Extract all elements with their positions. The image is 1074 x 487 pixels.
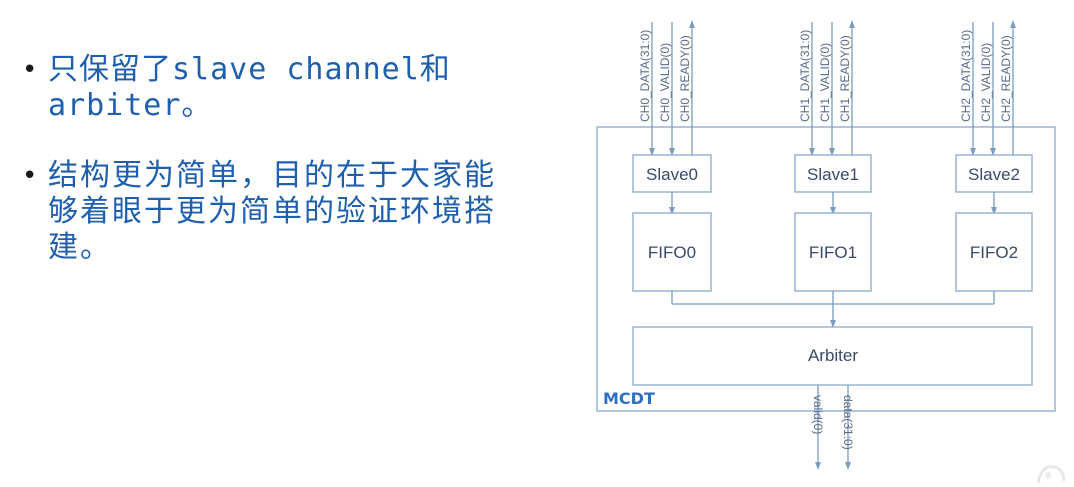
channel-0: CH0_DATA(31:0) CH0_VALID(0) CH0_READY(0)… — [632, 20, 712, 292]
bullet-2-line-1: 结构更为简单，目的在于大家能 — [48, 158, 496, 193]
valid-out-label: valid(0) — [811, 395, 825, 434]
slave2-box — [955, 154, 1033, 193]
ch0-valid-label: CH0_VALID(0) — [658, 43, 672, 122]
ch0-data-label: CH0_DATA(31:0) — [638, 30, 652, 122]
bullet-2-line-3: 建。 — [48, 230, 112, 265]
ch1-data-label: CH1_DATA(31:0) — [798, 30, 812, 122]
bullet-marker: • — [22, 55, 38, 85]
slave1-label: Slave1 — [807, 165, 859, 184]
channel-1: CH1_DATA(31:0) CH1_VALID(0) CH1_READY(0)… — [794, 20, 872, 292]
ch2-valid-label: CH2_VALID(0) — [979, 43, 993, 122]
slave0-box — [632, 154, 712, 193]
fifo1-box — [794, 212, 872, 292]
ch1-ready-label: CH1_READY(0) — [838, 35, 852, 122]
bullet-1-line-2: arbiter。 — [48, 88, 213, 123]
arbiter-label: Arbiter — [808, 346, 858, 365]
slave2-label: Slave2 — [968, 165, 1020, 184]
bullet-1-line-1: 只保留了slave channel和 — [48, 52, 451, 87]
slave0-label: Slave0 — [646, 165, 698, 184]
fifo0-label: FIFO0 — [648, 243, 696, 262]
mcdt-label: MCDT — [603, 389, 655, 408]
fifo2-label: FIFO2 — [970, 243, 1018, 262]
ch1-valid-label: CH1_VALID(0) — [818, 43, 832, 122]
arbiter-box — [632, 326, 1033, 386]
ch2-ready-label: CH2_READY(0) — [999, 35, 1013, 122]
bullet-text-1: 只保留了slave channel和 arbiter。 — [48, 52, 451, 124]
fifo-merge-bus — [671, 291, 995, 328]
fifo1-label: FIFO1 — [809, 243, 857, 262]
bullet-item-2: • 结构更为简单，目的在于大家能 够着眼于更为简单的验证环境搭 建。 — [22, 158, 496, 266]
data-out-label: data(31:0) — [841, 395, 855, 450]
bullet-text-2: 结构更为简单，目的在于大家能 够着眼于更为简单的验证环境搭 建。 — [48, 158, 496, 266]
watermark-icon — [1036, 465, 1066, 484]
bullet-marker: • — [22, 161, 38, 191]
bullet-item-1: • 只保留了slave channel和 arbiter。 — [22, 52, 451, 124]
fifo0-box — [632, 212, 712, 292]
channel-2: CH2_DATA(31:0) CH2_VALID(0) CH2_READY(0)… — [955, 20, 1033, 292]
bullet-list: • 只保留了slave channel和 arbiter。 • 结构更为简单，目… — [22, 52, 496, 266]
fifo2-box — [955, 212, 1033, 292]
arbiter-outputs: valid(0) data(31:0) — [811, 385, 855, 470]
bullet-2-line-2: 够着眼于更为简单的验证环境搭 — [48, 194, 496, 229]
slave1-box — [794, 154, 872, 193]
ch0-ready-label: CH0_READY(0) — [678, 35, 692, 122]
ch2-data-label: CH2_DATA(31:0) — [959, 30, 973, 122]
